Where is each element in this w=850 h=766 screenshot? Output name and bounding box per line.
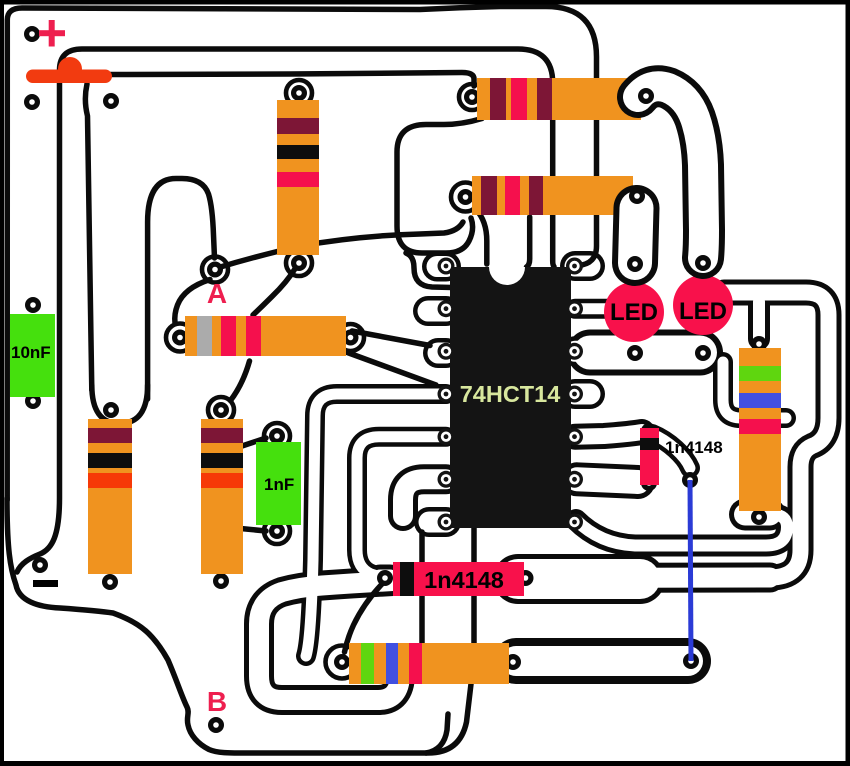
svg-text:LED: LED <box>679 298 727 325</box>
svg-text:1n4148: 1n4148 <box>665 438 723 457</box>
svg-text:10nF: 10nF <box>11 343 51 362</box>
svg-text:1n4148: 1n4148 <box>424 567 504 593</box>
svg-text:B: B <box>207 686 227 717</box>
svg-text:LED: LED <box>610 299 658 326</box>
svg-text:A: A <box>207 278 227 309</box>
svg-text:1nF: 1nF <box>264 475 294 494</box>
svg-text:74HCT14: 74HCT14 <box>460 381 561 407</box>
